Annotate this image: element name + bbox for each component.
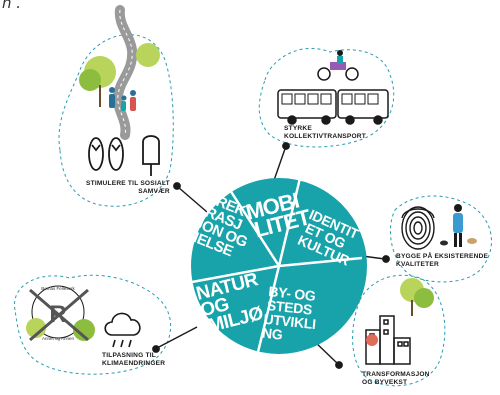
dashed-outline-klima xyxy=(14,274,172,375)
center-labels: REK RASJ JON OG HELSE MOBI LITET IDENTIT… xyxy=(185,186,362,347)
caption-kvaliteter: BYGGE PÅ EKSISTERENDE KVALITETER xyxy=(396,253,489,269)
caption-sosial: STIMULERE TIL SOSIALT SAMVÆR xyxy=(86,180,170,196)
segment-label-rekreasjon: REK RASJ JON OG HELSE xyxy=(185,188,264,266)
connector-klima xyxy=(156,326,198,349)
dashed-outline-transformasjon xyxy=(352,274,446,387)
center-wheel: REK RASJ JON OG HELSE MOBI LITET IDENTIT… xyxy=(185,177,367,354)
segment-label-by: BY- OG STEDS UTVIKLI NG xyxy=(261,283,323,347)
connector-sosial xyxy=(177,186,208,213)
walking-path-icon xyxy=(79,5,160,140)
crossed-sign-icon: Bomas Felleserk Annet og Annen R xyxy=(26,285,95,342)
ice-cream-icon xyxy=(142,135,160,176)
bicycle-icon xyxy=(317,50,359,81)
caption-kollektiv: STYRKE KOLLEKTIVTRANSPORT xyxy=(284,125,366,141)
connector-dot-kollektiv xyxy=(282,142,290,150)
svg-text:Bomas Felleserk: Bomas Felleserk xyxy=(41,286,75,291)
rain-cloud-icon xyxy=(104,312,141,348)
corner-text-fragment: n . xyxy=(2,0,22,12)
connector-dot-transformasjon xyxy=(335,361,343,369)
person-with-dogs-icon xyxy=(440,204,477,247)
connectors xyxy=(152,142,390,369)
segment-dividers xyxy=(191,177,363,353)
connector-dot-klima xyxy=(152,345,160,353)
dashed-outlines xyxy=(14,34,492,387)
svg-text:Annet og Annen: Annet og Annen xyxy=(42,336,75,341)
trees-icon xyxy=(400,278,434,316)
city-buildings-icon xyxy=(365,315,411,365)
dashed-outline-sosial xyxy=(58,34,174,207)
flip-flops-icon xyxy=(88,137,124,171)
dashed-outline-kvaliteter xyxy=(389,195,492,283)
caption-klima: TILPASNING TIL KLIMAENDRINGER xyxy=(102,352,166,368)
segment-label-mobilitet: MOBI LITET xyxy=(243,186,313,244)
connector-dot-kvaliteter xyxy=(382,255,390,263)
caption-transformasjon: TRANSFORMASJON OG BYVEKST xyxy=(362,371,430,387)
connector-dot-sosial xyxy=(173,182,181,190)
bus-icon xyxy=(277,89,389,125)
fingerprint-icon xyxy=(401,206,435,250)
